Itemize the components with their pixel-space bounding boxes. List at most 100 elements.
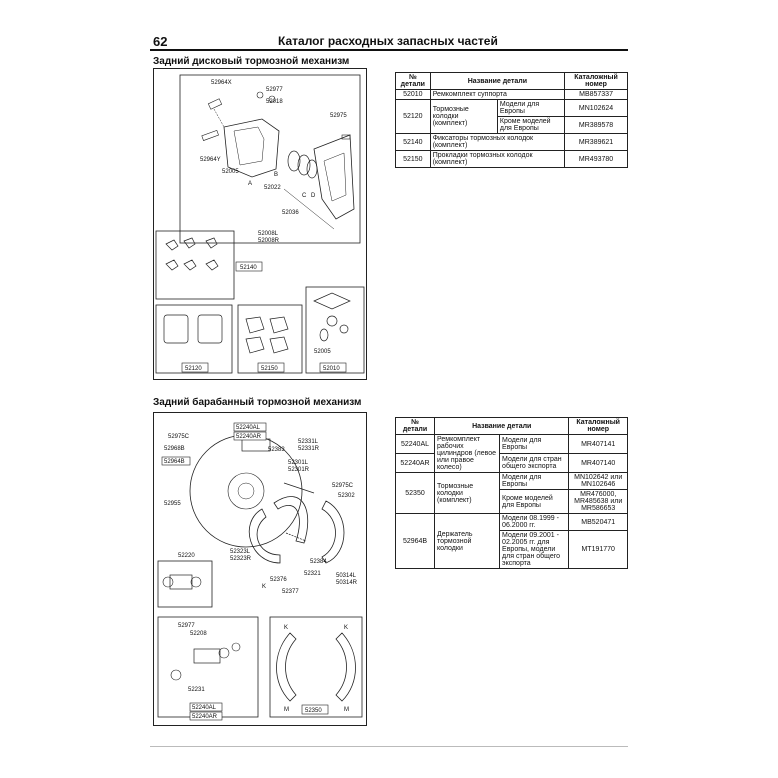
cell-name: Тормозные колодки (комплект)	[429, 99, 498, 134]
label-52321: 52321	[304, 571, 321, 577]
table-row: 52240AL Ремкомплект рабочих цилиндров (л…	[394, 434, 628, 473]
label-52208: 52208	[190, 631, 207, 637]
label-52955: 52955	[164, 501, 181, 507]
label-52331L: 52331L	[298, 439, 319, 445]
label-c: C	[302, 193, 307, 199]
label-52018: 52018	[266, 99, 283, 105]
table-row: Кроме моделей для Европы MR389578	[396, 116, 628, 134]
label-52383: 52383	[268, 447, 285, 453]
box-52150: 52150	[261, 366, 278, 372]
label-52302: 52302	[338, 493, 355, 499]
cell-catalog: MN102642 или MN102646	[568, 472, 628, 490]
header-catalog: Каталожный номер	[568, 417, 628, 435]
page-title: Каталог расходных запасных частей	[278, 34, 498, 48]
label-52331R: 52331R	[298, 446, 320, 452]
header-num: № детали	[395, 72, 431, 90]
label-52384: 52384	[310, 559, 327, 565]
cell-variant: Модели для стран общего экспорта	[499, 453, 570, 473]
label-52323L: 52323L	[230, 549, 251, 555]
label-52968B: 52968B	[164, 446, 185, 452]
cell-name: Тормозные колодки (комплект)	[434, 472, 501, 514]
label-m-right: M	[344, 707, 349, 713]
header-name: Название детали	[429, 72, 566, 90]
box-52240AL-lower: 52240AL	[192, 705, 217, 711]
cell-name: Фиксаторы тормозных колодок (комплект)	[429, 133, 566, 151]
table-row: Модели 09.2001 - 02.2005 гг. для Европы,…	[396, 530, 628, 569]
label-52231: 52231	[188, 687, 205, 693]
section-title-disc-brake: Задний дисковый тормозной механизм	[153, 56, 350, 67]
drum-brake-parts-table: № детали Название детали Каталожный номе…	[394, 417, 628, 569]
cell-num: 52140	[395, 133, 431, 151]
disc-brake-parts-table: № детали Название детали Каталожный номе…	[395, 72, 628, 168]
cell-num: 52240AR	[394, 453, 436, 473]
table-header-row: № детали Название детали Каталожный номе…	[394, 417, 628, 435]
table-row: 52120 Тормозные колодки (комплект) Модел…	[395, 99, 628, 134]
label-52964X: 52964X	[211, 80, 232, 86]
cell-variant: Кроме моделей для Европы	[496, 116, 566, 134]
label-52975: 52975	[330, 113, 347, 119]
page-number: 62	[153, 34, 168, 49]
cell-name: Ремкомплект рабочих цилиндров (левое или…	[434, 434, 501, 473]
cell-variant: Модели для Европы	[499, 472, 570, 490]
cell-num: 52964B	[394, 513, 436, 569]
box-52350: 52350	[305, 708, 322, 714]
cell-catalog: MB857337	[564, 89, 628, 100]
label-d: D	[311, 193, 316, 199]
cell-variant: Кроме моделей для Европы	[499, 489, 570, 514]
header-rule	[150, 49, 628, 51]
label-52975C: 52975C	[168, 434, 190, 440]
cell-catalog: MT191770	[568, 530, 628, 569]
cell-catalog: MR476000, MR485638 или MR586653	[568, 489, 628, 514]
drum-brake-diagram: 52975C 52968B 52964B 52955 52240AL 52240…	[153, 412, 367, 726]
cell-name: Прокладки тормозных колодок (комплект)	[429, 150, 566, 168]
label-52323R: 52323R	[230, 556, 252, 562]
cell-num: 52350	[394, 472, 436, 514]
section-title-drum-brake: Задний барабанный тормозной механизм	[153, 397, 362, 408]
cell-catalog: MR389621	[564, 133, 628, 151]
label-52964Y: 52964Y	[200, 157, 221, 163]
disc-brake-diagram: 52964X 52977 52018 52975 52964Y 52005 52…	[153, 68, 367, 380]
table-row: 52150 Прокладки тормозных колодок (компл…	[395, 150, 628, 168]
label-k-right: K	[344, 625, 348, 631]
header-name: Название детали	[434, 417, 570, 435]
cell-variant: Модели для Европы	[499, 434, 570, 454]
label-52301L: 52301L	[288, 460, 309, 466]
cell-catalog: MR407140	[568, 453, 628, 473]
table-row: 52350 Тормозные колодки (комплект) Модел…	[394, 472, 628, 514]
label-52005-lower: 52005	[314, 349, 331, 355]
label-52022: 52022	[264, 185, 281, 191]
cell-catalog: MB520471	[568, 513, 628, 531]
label-52977: 52977	[266, 87, 283, 93]
bottom-rule	[150, 746, 628, 747]
label-a: A	[248, 181, 252, 187]
header-num: № детали	[394, 417, 436, 435]
label-52036: 52036	[282, 210, 299, 216]
label-50314R: 50314R	[336, 580, 358, 586]
label-k: K	[262, 584, 266, 590]
table-row: Кроме моделей для Европы MR476000, MR485…	[396, 489, 628, 514]
label-52975C-right: 52975C	[332, 483, 354, 489]
table-row: 52010 Ремкомплект суппорта MB857337	[395, 89, 628, 100]
cell-catalog: MR493780	[564, 150, 628, 168]
cell-name: Держатель тормозной колодки	[434, 513, 501, 569]
label-52005: 52005	[222, 169, 239, 175]
cell-variant: Модели 09.2001 - 02.2005 гг. для Европы,…	[499, 530, 570, 569]
cell-num: 52240AL	[394, 434, 436, 454]
cell-name: Ремкомплект суппорта	[429, 89, 566, 100]
label-52008R: 52008R	[258, 238, 280, 244]
label-k-left: K	[284, 625, 288, 631]
label-52977: 52977	[178, 623, 195, 629]
label-52220: 52220	[178, 553, 195, 559]
table-row: 52240AR Модели для стран общего экспорта…	[394, 453, 628, 473]
cell-variant: Модели 08.1999 - 06.2000 гг.	[499, 513, 570, 531]
box-52240AL: 52240AL	[236, 425, 261, 431]
table-row: 52964B Держатель тормозной колодки Модел…	[394, 513, 628, 569]
cell-catalog: MR407141	[568, 434, 628, 454]
label-b: B	[274, 172, 278, 178]
cell-variant: Модели для Европы	[496, 99, 566, 117]
label-52376: 52376	[270, 577, 287, 583]
label-52377: 52377	[282, 589, 299, 595]
box-52240AR-lower: 52240AR	[192, 714, 218, 720]
cell-num: 52010	[395, 89, 431, 100]
box-52964B: 52964B	[164, 459, 185, 465]
